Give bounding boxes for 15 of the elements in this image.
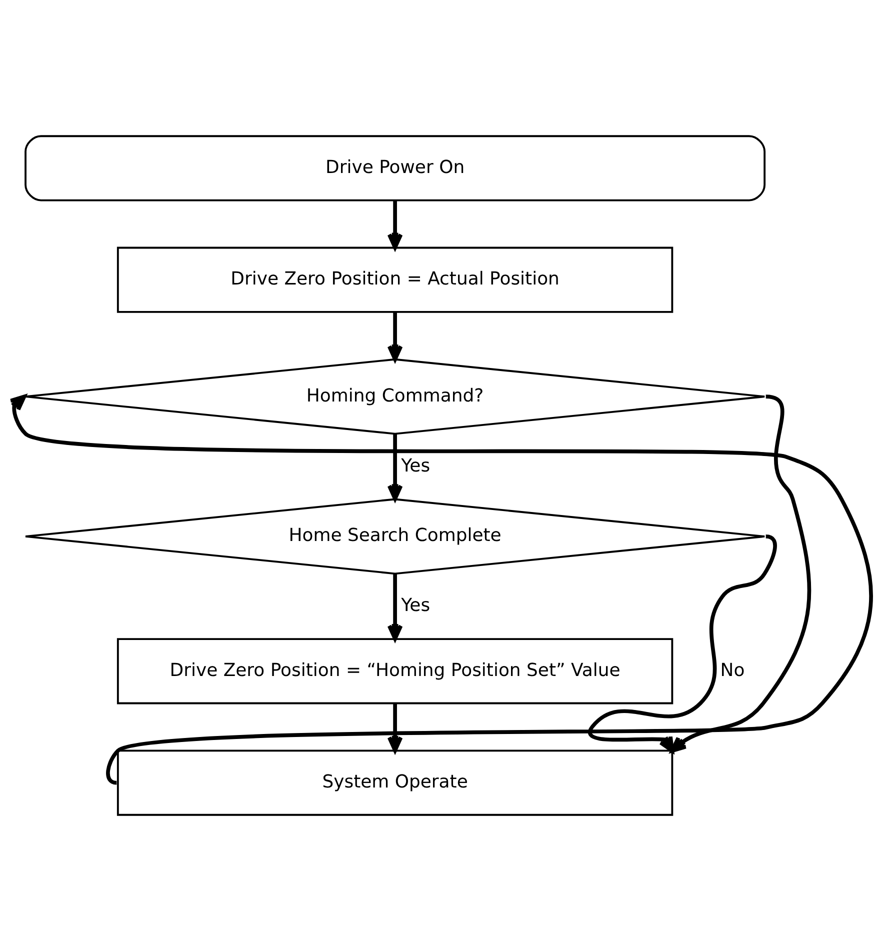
- arrow: [387, 312, 403, 362]
- arrow: [8, 394, 873, 784]
- arrow: [387, 574, 403, 641]
- arrow: [387, 200, 403, 250]
- arrow: [387, 703, 403, 752]
- edge-label: No: [720, 660, 745, 681]
- node-diamond: Home Search Complete: [24, 498, 766, 575]
- node-box: Drive Zero Position = “Homing Position Set” Value: [116, 638, 674, 704]
- node-diamond: Homing Command?: [24, 358, 766, 435]
- node-box: Drive Zero Position = Actual Position: [116, 246, 674, 313]
- node-box: System Operate: [116, 750, 674, 816]
- edge-label: Yes: [401, 595, 430, 616]
- edge-label: Yes: [401, 455, 430, 476]
- arrow: [387, 434, 403, 501]
- node-box: Drive Power On: [24, 135, 766, 202]
